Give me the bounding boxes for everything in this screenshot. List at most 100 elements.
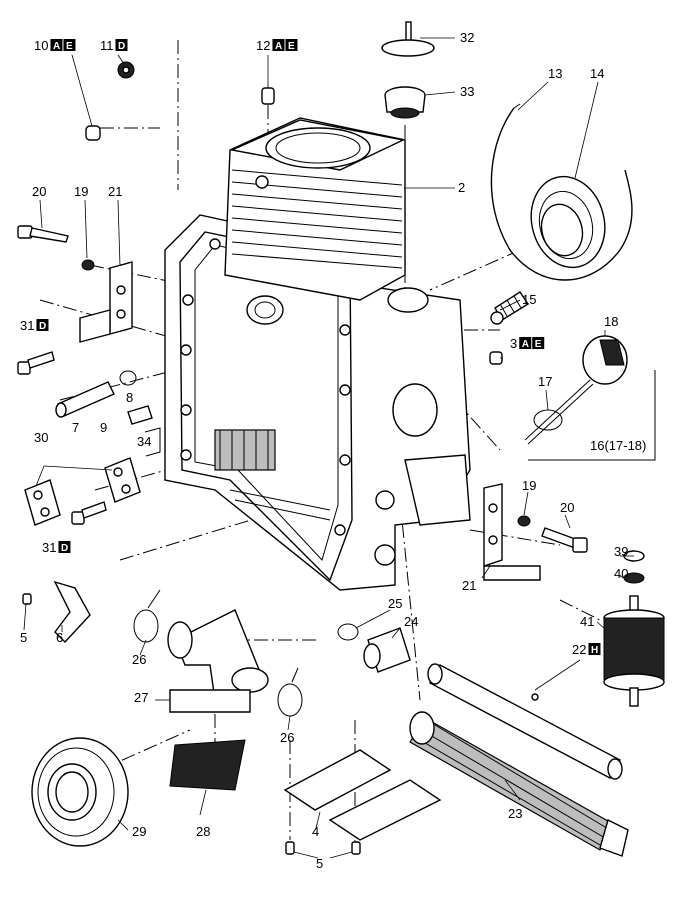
callout-badge-box — [50, 39, 63, 51]
callout-badge-box — [115, 39, 128, 51]
part-34-spring — [144, 427, 161, 457]
callout-28: 28 — [196, 824, 210, 839]
part-31-screw-lower — [71, 501, 107, 525]
part-41-rubber-mount — [603, 595, 665, 707]
callout-40: 40 — [614, 566, 628, 581]
part-10-plug — [85, 125, 101, 141]
callout-8: 8 — [126, 390, 133, 405]
part-8-circlip — [119, 370, 137, 386]
callout-number: 27 — [134, 690, 148, 705]
callout-badge-letter: D — [39, 321, 46, 332]
part-27-elbow-hose — [167, 609, 269, 713]
part-14-oil-seal — [530, 175, 606, 269]
callout-number: 8 — [126, 390, 133, 405]
callout-badge-letter: E — [66, 41, 73, 52]
callout-26: 26 — [132, 652, 146, 667]
callout-number: 20 — [560, 500, 574, 515]
callout-badge-letter: A — [522, 339, 529, 350]
callout-number: 32 — [460, 30, 474, 45]
part-32-plunger — [381, 21, 435, 57]
callout-badge-box — [272, 39, 285, 51]
callout-number: 29 — [132, 824, 146, 839]
callout-badge-box — [519, 337, 532, 349]
cylinder-block — [224, 117, 406, 301]
callout-2: 2 — [458, 180, 465, 195]
part-19-washer-upper — [81, 259, 95, 271]
part-5-screws-bottom — [285, 841, 361, 855]
callout-number: 33 — [460, 84, 474, 99]
callout-badge-letter: H — [591, 645, 598, 656]
part-17-o-ring — [533, 409, 563, 431]
part-4-cover-plates — [283, 749, 442, 841]
part-20-bolt-lower — [541, 527, 588, 553]
callout-24: 24 — [404, 614, 418, 629]
callout-number: 41 — [580, 614, 594, 629]
callout-number: 28 — [196, 824, 210, 839]
part-33-seal — [384, 86, 426, 119]
part-5-screw-left — [22, 593, 32, 605]
callout-number: 16(17-18) — [590, 438, 646, 453]
callout-30: 30 — [34, 430, 48, 445]
callout-number: 6 — [56, 630, 63, 645]
callout-badge-letter: A — [53, 41, 60, 52]
part-16-bracket-line — [528, 370, 656, 461]
callout-5: 5 — [316, 856, 323, 871]
callout-number: 7 — [72, 420, 79, 435]
callout-17: 17 — [538, 374, 552, 389]
callout-15: 15 — [522, 292, 536, 307]
callout-badge-letter: D — [118, 41, 125, 52]
callout-41: 41 — [580, 614, 594, 629]
callout-21: 21 — [462, 578, 476, 593]
callout-badge-letter: D — [61, 543, 68, 554]
callout-number: 24 — [404, 614, 418, 629]
callout-33: 33 — [460, 84, 474, 99]
callout-27: 27 — [134, 690, 148, 705]
callout-7: 7 — [72, 420, 79, 435]
callout-number: 10 — [34, 38, 48, 53]
callout-18: 18 — [604, 314, 618, 329]
callout-23: 23 — [508, 806, 522, 821]
callout-21: 21 — [108, 184, 122, 199]
callout-number: 17 — [538, 374, 552, 389]
callout-number: 23 — [508, 806, 522, 821]
callout-11: 11 D — [100, 38, 128, 53]
callout-number: 15 — [522, 292, 536, 307]
part-28-mesh-screen — [169, 739, 246, 791]
callout-number: 26 — [132, 652, 146, 667]
callout-19: 19 — [74, 184, 88, 199]
callout-number: 40 — [614, 566, 628, 581]
callout-number: 11 — [100, 38, 114, 53]
callout-number: 21 — [108, 184, 122, 199]
callout-9: 9 — [100, 420, 107, 435]
callout-14: 14 — [590, 66, 604, 81]
part-30-weights — [24, 457, 141, 526]
callout-number: 31 — [20, 318, 34, 333]
callout-number: 13 — [548, 66, 562, 81]
callout-number: 30 — [34, 430, 48, 445]
part-20-bolt-upper — [17, 225, 69, 243]
callout-32: 32 — [460, 30, 474, 45]
callout-20: 20 — [560, 500, 574, 515]
callout-29: 29 — [132, 824, 146, 839]
callout-badge-letter: E — [288, 41, 295, 52]
callout-badge-box — [36, 319, 49, 331]
callout-25: 25 — [388, 596, 402, 611]
part-19-washer-lower — [517, 515, 531, 527]
callout-number: 12 — [256, 38, 270, 53]
callout-number: 3 — [510, 336, 517, 351]
callout-number: 34 — [137, 434, 151, 449]
callout-number: 4 — [312, 824, 319, 839]
callout-number: 5 — [20, 630, 27, 645]
callout-34: 34 — [137, 434, 151, 449]
part-9-pin — [127, 405, 153, 425]
callout-badge-letter: A — [275, 41, 282, 52]
part-26-clamp-left — [133, 589, 161, 643]
part-18-dipstick-cap — [524, 335, 628, 445]
part-6-lever — [53, 580, 91, 644]
part-22-shaft — [427, 663, 623, 780]
callout-badge-box — [532, 337, 545, 349]
callout-number: 14 — [590, 66, 604, 81]
